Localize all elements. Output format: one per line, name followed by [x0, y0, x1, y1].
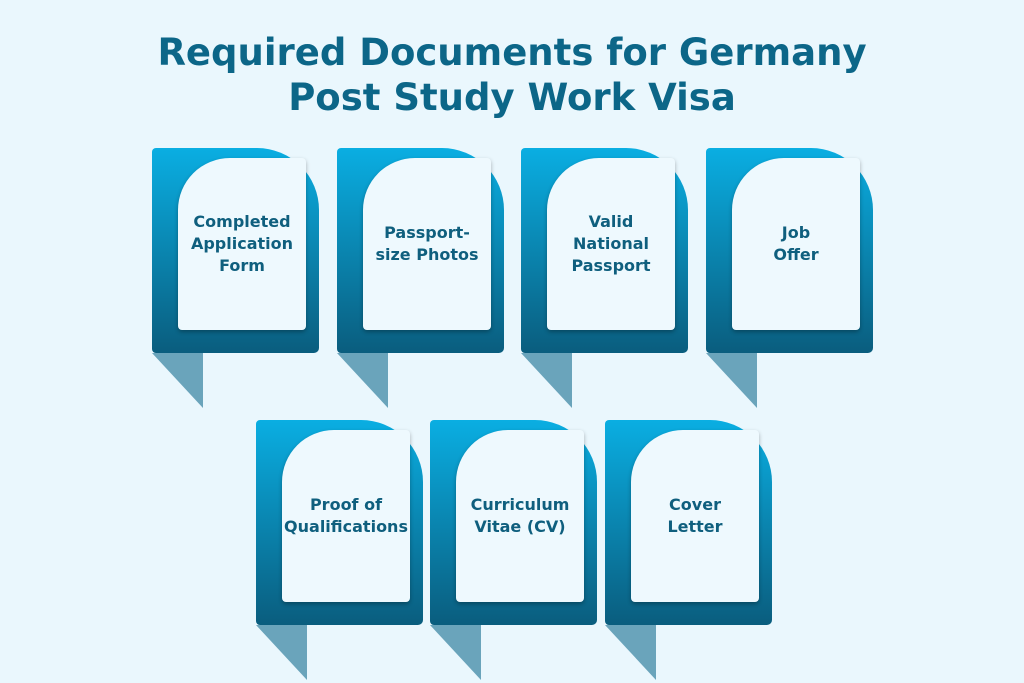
- document-label: Curriculum Vitae (CV): [470, 495, 570, 536]
- tail: [521, 353, 572, 408]
- document-item-cover-letter: Cover Letter: [605, 420, 773, 682]
- card: Valid National Passport: [547, 158, 675, 330]
- card: Cover Letter: [631, 430, 759, 602]
- document-item-job-offer: Job Offer: [706, 148, 874, 410]
- document-label: Passport- size Photos: [375, 223, 479, 264]
- title-line-2: Post Study Work Visa: [288, 76, 736, 119]
- page-title: Required Documents for Germany Post Stud…: [0, 30, 1024, 120]
- document-label: Cover Letter: [667, 495, 723, 536]
- document-label: Job Offer: [773, 223, 819, 264]
- tail: [430, 625, 481, 680]
- tail: [706, 353, 757, 408]
- tail: [605, 625, 656, 680]
- tail: [152, 353, 203, 408]
- document-label: Valid National Passport: [571, 212, 651, 275]
- card: Curriculum Vitae (CV): [456, 430, 584, 602]
- document-label: Completed Application Form: [190, 212, 294, 275]
- document-item-application-form: Completed Application Form: [152, 148, 320, 410]
- document-item-photos: Passport- size Photos: [337, 148, 505, 410]
- document-label: Proof of Qualifications: [284, 495, 408, 536]
- document-item-passport: Valid National Passport: [521, 148, 689, 410]
- card: Proof of Qualifications: [282, 430, 410, 602]
- tail: [256, 625, 307, 680]
- card: Completed Application Form: [178, 158, 306, 330]
- card: Passport- size Photos: [363, 158, 491, 330]
- title-line-1: Required Documents for Germany: [157, 31, 867, 74]
- tail: [337, 353, 388, 408]
- document-item-qualifications: Proof of Qualifications: [256, 420, 424, 682]
- card: Job Offer: [732, 158, 860, 330]
- document-item-cv: Curriculum Vitae (CV): [430, 420, 598, 682]
